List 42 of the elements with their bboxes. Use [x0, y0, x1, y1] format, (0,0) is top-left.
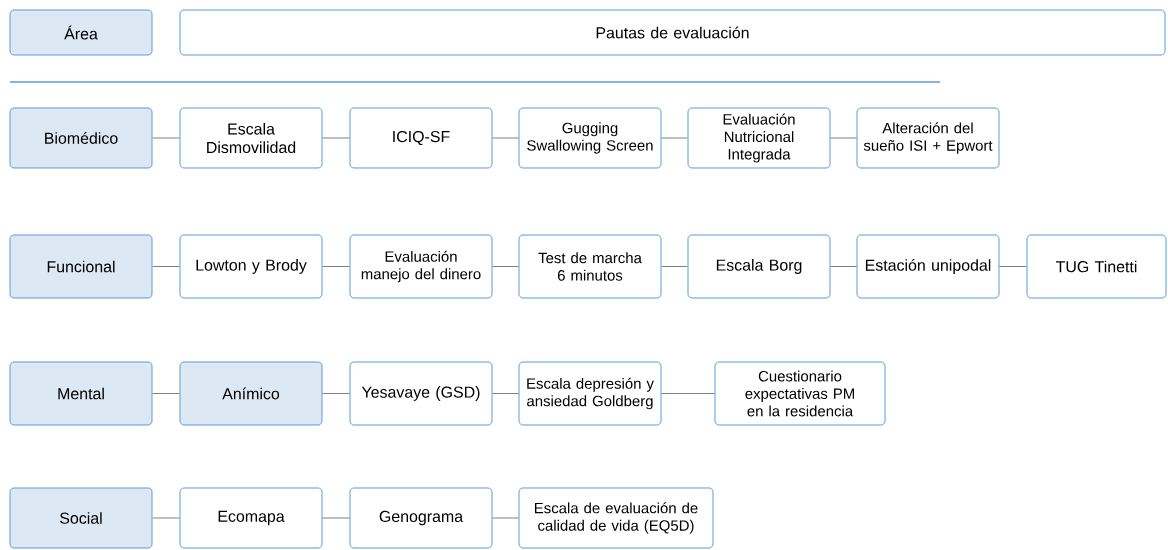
- scale-box: Lowton y Brody: [179, 234, 323, 299]
- connector-line: [322, 393, 350, 394]
- connector-line: [999, 266, 1027, 267]
- category-box: Área: [9, 9, 153, 56]
- scale-box: Escala de evaluación de calidad de vida (EQ5D): [518, 487, 714, 549]
- scale-box: Escala depresión y ansiedad Goldberg: [518, 361, 662, 426]
- scale-box: Cuestionario expectativas PM en la residencia: [714, 361, 886, 426]
- connector-line: [661, 266, 688, 267]
- scale-box: Escala Borg: [687, 234, 831, 299]
- scale-box: Evaluación Nutricional Integrada: [687, 107, 831, 169]
- category-box: Anímico: [179, 361, 323, 426]
- connector-line: [152, 393, 180, 394]
- scale-box: TUG Tinetti: [1026, 234, 1167, 299]
- scale-box: Alteración del sueño ISI + Epwort: [856, 107, 1000, 169]
- scale-box: Yesavaye (GSD): [349, 361, 493, 426]
- scale-box: Gugging Swallowing Screen: [518, 107, 662, 169]
- connector-line: [661, 137, 688, 139]
- category-box: Biomédico: [9, 107, 153, 169]
- category-box: Mental: [9, 361, 153, 426]
- connector-line: [152, 266, 180, 267]
- scale-box: Evaluación manejo del dinero: [349, 234, 493, 299]
- category-box: Funcional: [9, 234, 153, 299]
- connector-line: [492, 517, 519, 519]
- header-box: Pautas de evaluación: [179, 9, 1166, 56]
- scale-box: ICIQ-SF: [349, 107, 493, 169]
- category-box: Social: [9, 487, 153, 549]
- connector-line: [322, 517, 350, 519]
- scale-box: Test de marcha 6 minutos: [518, 234, 662, 299]
- connector-line: [322, 266, 350, 267]
- connector-line: [830, 137, 857, 139]
- connector-line: [830, 266, 857, 267]
- connector-line: [322, 137, 350, 139]
- connector-line: [152, 517, 180, 519]
- scale-box: Estación unipodal: [856, 234, 1000, 299]
- connector-line: [492, 137, 519, 139]
- connector-line: [661, 393, 715, 394]
- scale-box: Escala Dismovilidad: [179, 107, 323, 169]
- connector-line: [492, 393, 519, 394]
- connector-line: [152, 137, 180, 139]
- connector-line: [492, 266, 519, 267]
- scale-box: Genograma: [349, 487, 493, 549]
- scale-box: Ecomapa: [179, 487, 323, 549]
